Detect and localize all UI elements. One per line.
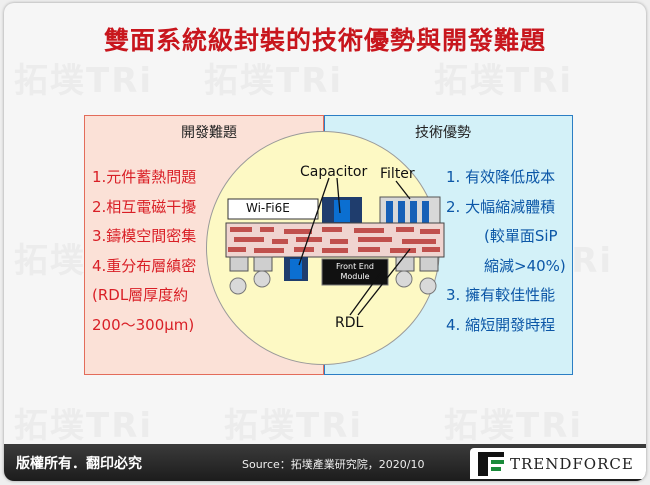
trendforce-logo: TRENDFORCE — [470, 448, 646, 479]
list-item: (較單面SiP — [484, 227, 558, 245]
list-item: 4. 縮短開發時程 — [446, 315, 556, 334]
source-text: Source：拓墣產業研究院，2020/10 — [242, 458, 425, 471]
watermark: 拓墣TRi — [444, 406, 584, 446]
list-item: 2. 大幅縮減體積 — [446, 197, 556, 216]
list-item: 2.相互電磁干擾 — [92, 197, 197, 216]
watermark: 拓墣TRi — [14, 61, 154, 101]
trendforce-logo-icon — [478, 452, 504, 476]
front-end-module — [321, 258, 389, 286]
watermark: 拓墣TRi — [434, 61, 574, 101]
watermark: 拓墣TRi — [14, 406, 154, 446]
challenges-heading: 開發難題 — [181, 125, 237, 141]
capacitor-label: Capacitor — [300, 164, 368, 180]
capacitor-highlight — [334, 200, 350, 222]
list-item: 縮減>40%) — [484, 256, 566, 275]
list-item: 1. 有效降低成本 — [446, 168, 556, 186]
list-item: 4.重分布層縝密 — [92, 256, 197, 275]
filter-label: Filter — [380, 166, 415, 182]
watermark: 拓墣TRi — [224, 406, 364, 446]
list-item: 200～300μm) — [92, 315, 195, 334]
list-item: 3.鑄模空間密集 — [92, 227, 197, 245]
sip-package-diagram — [225, 177, 445, 316]
list-item: (RDL層厚度約 — [92, 286, 189, 304]
copyright-text: 版權所有．翻印必究 — [16, 456, 142, 472]
watermark: 拓墣TRi — [204, 61, 344, 101]
challenges-list: 1.元件蓄熱問題 2.相互電磁干擾 3.鑄模空間密集 4.重分布層縝密 (RDL… — [92, 163, 196, 340]
advantages-heading: 技術優勢 — [415, 125, 471, 141]
page-title: 雙面系統級封裝的技術優勢與開發難題 — [103, 26, 546, 55]
wifi-label: Wi-Fi6E — [246, 201, 290, 215]
list-item: 3. 擁有較佳性能 — [446, 286, 556, 304]
list-item: 1.元件蓄熱問題 — [92, 168, 197, 186]
rdl-label: RDL — [335, 315, 364, 331]
front-end-module-label: Front End Module — [336, 262, 374, 281]
brand-name: TRENDFORCE — [510, 455, 634, 473]
advantages-list: 1. 有效降低成本 2. 大幅縮減體積 (較單面SiP 縮減>40%) 3. 擁… — [446, 163, 566, 340]
slide-frame: 拓墣TRi 拓墣TRi 拓墣TRi 拓墣TRi 拓墣TRi 拓墣TRi 拓墣TR… — [4, 3, 646, 481]
